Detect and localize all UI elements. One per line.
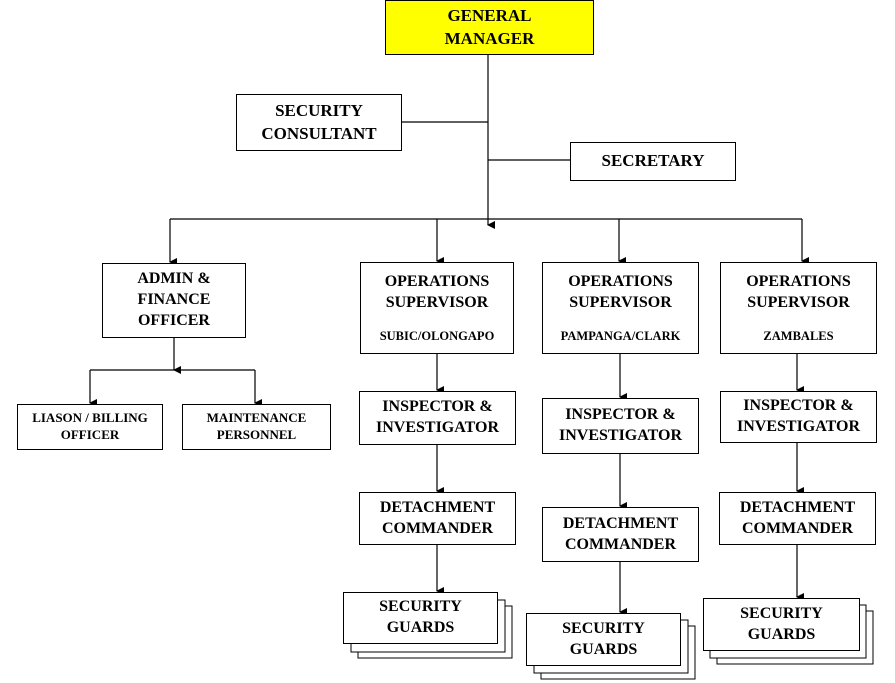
inspector-investigator-box-2: INSPECTOR & INVESTIGATOR xyxy=(542,398,699,454)
operations-supervisor-box-2: OPERATIONS SUPERVISOR PAMPANGA/CLARK xyxy=(542,262,699,354)
ops-title: OPERATIONS SUPERVISOR xyxy=(746,273,851,311)
admin-finance-officer-box: ADMIN & FINANCE OFFICER xyxy=(102,263,246,338)
security-guards-box-1: SECURITY GUARDS xyxy=(343,592,498,644)
security-guards-box-3: SECURITY GUARDS xyxy=(703,598,860,651)
operations-supervisor-box-3: OPERATIONS SUPERVISOR ZAMBALES xyxy=(720,262,877,354)
ops-location: SUBIC/OLONGAPO xyxy=(379,328,495,343)
maintenance-personnel-box: MAINTENANCE PERSONNEL xyxy=(182,404,331,450)
ops-location: ZAMBALES xyxy=(763,328,834,343)
detachment-commander-box-3: DETACHMENT COMMANDER xyxy=(719,492,876,545)
operations-supervisor-box-1: OPERATIONS SUPERVISOR SUBIC/OLONGAPO xyxy=(360,262,514,354)
inspector-investigator-box-3: INSPECTOR & INVESTIGATOR xyxy=(720,391,877,443)
detachment-commander-box-1: DETACHMENT COMMANDER xyxy=(359,492,516,545)
secretary-box: SECRETARY xyxy=(570,142,736,181)
liaison-billing-officer-box: LIASON / BILLING OFFICER xyxy=(17,404,163,450)
ops-title: OPERATIONS SUPERVISOR xyxy=(568,273,673,311)
ops-location: PAMPANGA/CLARK xyxy=(560,328,681,343)
general-manager-box: GENERAL MANAGER xyxy=(385,0,594,55)
ops-title: OPERATIONS SUPERVISOR xyxy=(384,273,490,311)
inspector-investigator-box-1: INSPECTOR & INVESTIGATOR xyxy=(359,391,516,445)
detachment-commander-box-2: DETACHMENT COMMANDER xyxy=(542,507,699,562)
security-guards-box-2: SECURITY GUARDS xyxy=(526,613,681,666)
security-consultant-box: SECURITY CONSULTANT xyxy=(236,94,402,151)
